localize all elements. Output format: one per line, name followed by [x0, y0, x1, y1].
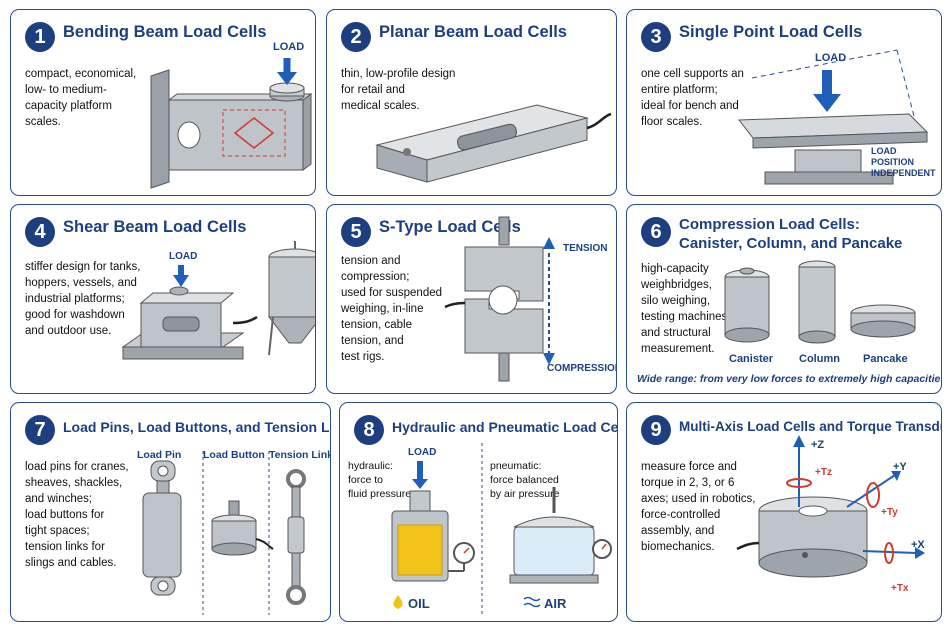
torque-z-label: +Tz	[815, 467, 832, 478]
panel-description: measure force and torque in 2, 3, or 6 a…	[641, 461, 756, 553]
compression-cells-illustration	[724, 260, 916, 344]
planar-beam-illustration	[375, 104, 612, 183]
panel-description: load pins for cranes, sheaves, shackles,…	[25, 461, 129, 569]
panel-s-type: 5 S-Type Load Cells tension and compress…	[326, 204, 617, 394]
load-label: LOAD	[408, 447, 437, 458]
panel-title: Compression Load Cells: Canister, Column…	[679, 216, 903, 252]
panel-bending-beam: 1 Bending Beam Load Cells compact, econo…	[10, 9, 316, 196]
panel-number: 1	[25, 22, 55, 52]
panel-shear-beam: 4 Shear Beam Load Cells stiffer design f…	[10, 204, 316, 394]
panel-description: compact, economical, low- to medium- cap…	[25, 68, 137, 128]
torque-x-label: +Tx	[891, 583, 909, 594]
panel-number: 7	[25, 415, 55, 445]
pneumatic-description: pneumatic: force balanced by air pressur…	[490, 460, 560, 500]
panel-multi-axis: 9 Multi-Axis Load Cells and Torque Trans…	[626, 402, 942, 622]
caption-tension-link: Tension Link	[269, 449, 331, 461]
panel-number: 8	[354, 415, 384, 445]
caption-canister: Canister	[729, 353, 774, 365]
panel-number: 3	[641, 22, 671, 52]
torque-y-label: +Ty	[881, 507, 898, 518]
caption-load-pin: Load Pin	[137, 449, 182, 461]
panel-compression: 6 Compression Load Cells: Canister, Colu…	[626, 204, 942, 394]
panel-number: 9	[641, 415, 671, 445]
load-pins-illustration	[142, 451, 306, 615]
panel-title: Load Pins, Load Buttons, and Tension Lin…	[63, 419, 331, 435]
load-label: LOAD	[169, 251, 198, 262]
load-label: LOAD	[815, 52, 847, 64]
panel-number: 6	[641, 217, 671, 247]
multi-axis-illustration	[736, 435, 925, 578]
panel-description: stiffer design for tanks, hoppers, vesse…	[25, 261, 141, 337]
range-note: Wide range: from very low forces to extr…	[637, 373, 942, 385]
panel-load-pins: 7 Load Pins, Load Buttons, and Tension L…	[10, 402, 331, 622]
panel-title: Single Point Load Cells	[679, 23, 863, 41]
hydraulic-pneumatic-illustration	[391, 443, 612, 615]
panel-title: Hydraulic and Pneumatic Load Cells	[392, 419, 618, 435]
oil-label: OIL	[408, 596, 430, 611]
panel-description: one cell supports an entire platform; id…	[641, 68, 744, 128]
panel-single-point: 3 Single Point Load Cells one cell suppo…	[626, 9, 942, 196]
panel-number: 5	[341, 217, 371, 247]
bending-beam-illustration	[150, 58, 313, 189]
air-label: AIR	[544, 596, 567, 611]
shear-beam-illustration	[121, 241, 315, 360]
hydraulic-description: hydraulic: force to fluid pressure	[348, 460, 412, 500]
tension-label: TENSION	[563, 243, 608, 254]
caption-pancake: Pancake	[863, 353, 908, 365]
load-position-note: LOAD POSITION INDEPENDENT	[871, 146, 936, 178]
panel-description: high-capacity weighbridges, silo weighin…	[641, 263, 731, 355]
s-type-illustration	[444, 216, 555, 382]
panel-title: Bending Beam Load Cells	[63, 23, 267, 41]
single-point-illustration	[738, 49, 929, 185]
panel-description: thin, low-profile design for retail and …	[341, 68, 456, 112]
panel-title: Shear Beam Load Cells	[63, 218, 247, 236]
panel-number: 4	[25, 217, 55, 247]
load-label: LOAD	[273, 41, 305, 53]
compression-label: COMPRESSION	[547, 363, 617, 374]
panel-title: Planar Beam Load Cells	[379, 23, 567, 41]
axis-x-label: +X	[911, 539, 925, 551]
panel-number: 2	[341, 22, 371, 52]
caption-column: Column	[799, 353, 840, 365]
panel-title: Multi-Axis Load Cells and Torque Transdu…	[679, 419, 941, 434]
panel-hydraulic-pneumatic: 8 Hydraulic and Pneumatic Load Cells hyd…	[339, 402, 618, 622]
panel-description: tension and compression; used for suspen…	[341, 255, 443, 363]
panel-title: S-Type Load Cells	[379, 218, 521, 236]
axis-y-label: +Y	[893, 461, 907, 473]
caption-load-button: Load Button	[203, 449, 265, 461]
panel-planar-beam: 2 Planar Beam Load Cells thin, low-profi…	[326, 9, 617, 196]
axis-z-label: +Z	[811, 439, 825, 451]
